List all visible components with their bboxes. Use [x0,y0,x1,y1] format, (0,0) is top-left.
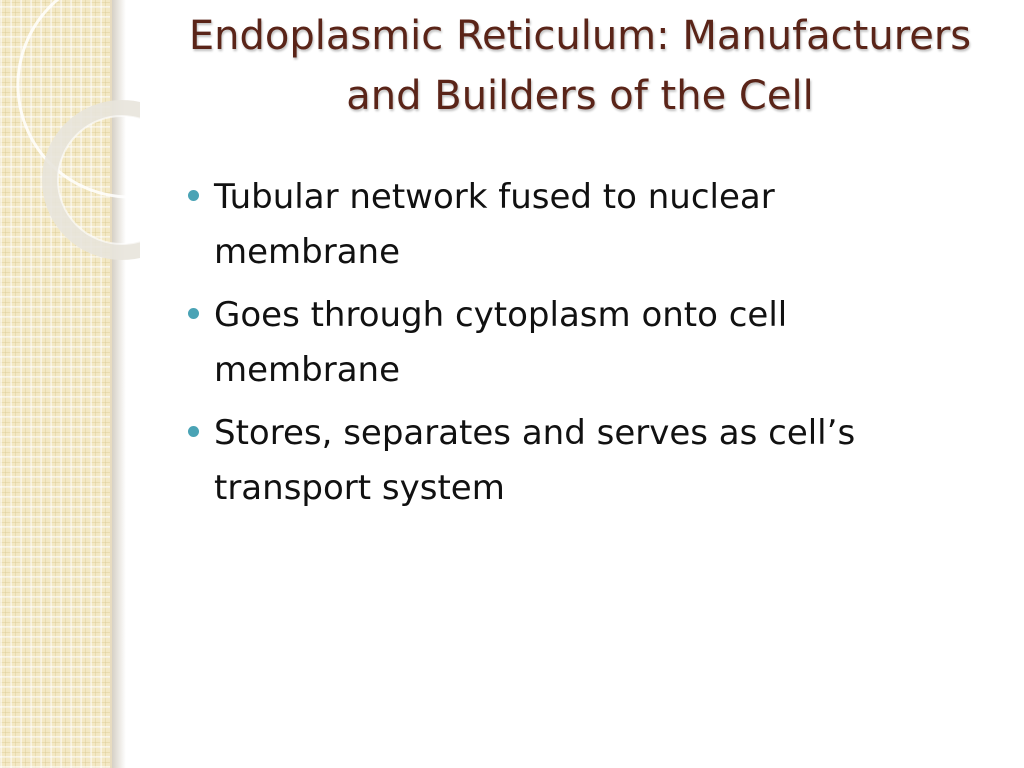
bullet-item: Stores, separates and serves as cell’s t… [184,406,904,516]
slide-title: Endoplasmic Reticulum: Manufacturers and… [188,13,972,119]
bullet-item: Tubular network fused to nuclear membran… [184,170,904,280]
decorative-ring-small [42,100,140,260]
decorative-side-panel [0,0,112,768]
decorative-rings [16,0,140,260]
side-panel-edge [110,0,112,768]
bullet-text: Tubular network fused to nuclear membran… [214,177,775,272]
bullet-text: Stores, separates and serves as cell’s t… [214,413,856,508]
bullet-list: Tubular network fused to nuclear membran… [184,170,904,524]
bullet-text: Goes through cytoplasm onto cell membran… [214,295,788,390]
side-panel-shadow [112,0,126,768]
bullet-item: Goes through cytoplasm onto cell membran… [184,288,904,398]
decorative-ring-small-inner [57,115,140,245]
bullet-marker-icon [188,308,199,319]
decorative-ring-large [16,0,140,199]
bullet-marker-icon [188,190,199,201]
bullet-marker-icon [188,426,199,437]
